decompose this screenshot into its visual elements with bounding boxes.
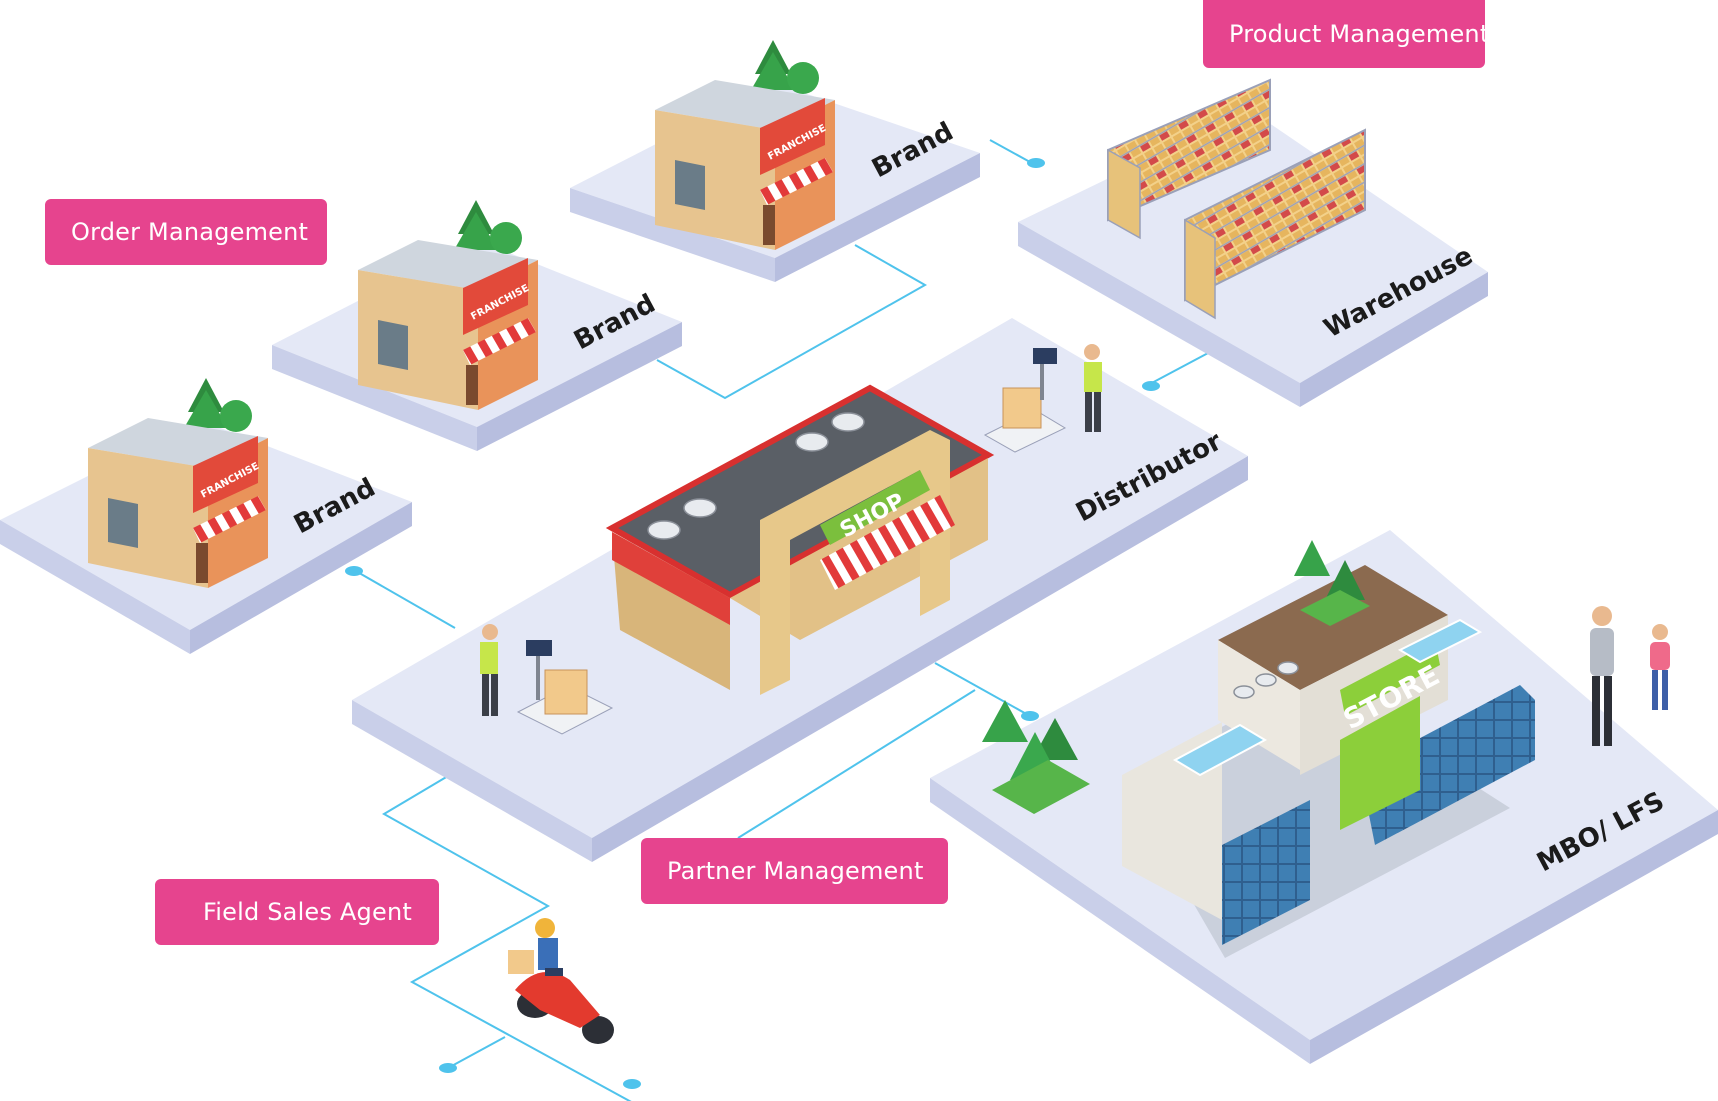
connector-dots — [345, 158, 1160, 1089]
tree-icon — [454, 200, 522, 254]
franchise-building-top: FRANCHISE — [655, 40, 835, 250]
tree-icon — [184, 378, 252, 432]
field-sales-agent-label: Field Sales Agent — [203, 898, 412, 926]
warehouse-racks — [1107, 78, 1366, 320]
store-building: STORE — [1122, 565, 1535, 958]
tree-icon — [751, 40, 819, 94]
shop-building: SHOP — [605, 384, 995, 695]
platform-mbo-lfs — [930, 530, 1718, 1064]
connector-lines — [353, 139, 1211, 1101]
order-management-pill: Order Management — [45, 199, 327, 265]
franchise-building-left: FRANCHISE — [88, 378, 268, 588]
worker-with-scale-right — [983, 344, 1102, 453]
partner-management-label: Partner Management — [667, 857, 924, 885]
product-management-pill: Product Management — [1203, 0, 1485, 68]
field-sales-agent-pill: Field Sales Agent — [155, 879, 439, 945]
product-management-label: Product Management — [1229, 20, 1485, 48]
order-management-label: Order Management — [71, 218, 309, 246]
shoppers — [1590, 606, 1670, 746]
partner-management-pill: Partner Management — [641, 838, 948, 904]
tree-icon — [982, 700, 1090, 814]
franchise-building-middle: FRANCHISE — [358, 200, 538, 410]
scooter-rider-icon — [508, 918, 614, 1044]
worker-with-scale-left — [480, 624, 614, 735]
tree-icon — [1294, 540, 1370, 626]
rooftop-vents — [1233, 661, 1299, 699]
rooftop-vents — [647, 412, 865, 540]
